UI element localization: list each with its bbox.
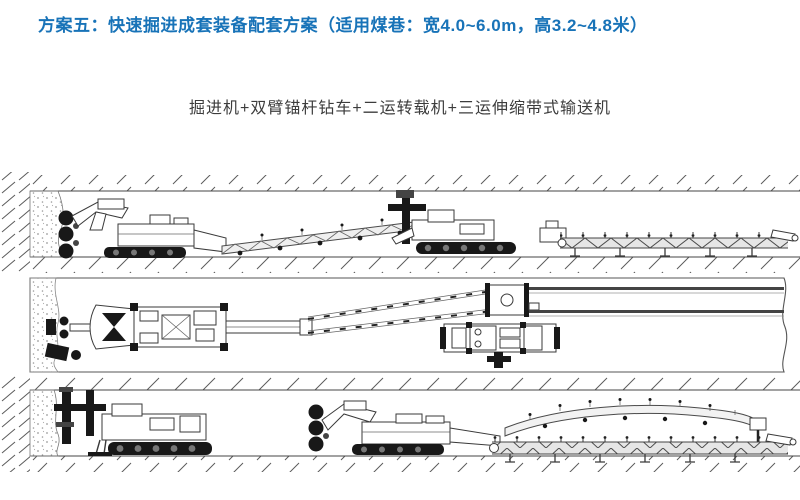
head-pulley-icon: [789, 438, 797, 446]
cab: [111, 403, 143, 417]
anchor-drill-truck-at-face: [54, 387, 212, 456]
belt-conveyor: [539, 220, 799, 257]
head-transfer-unit: [749, 417, 767, 431]
bridge-conveyor-plan: [307, 288, 493, 336]
support-legs: [570, 248, 757, 257]
drill-crossbeam: [388, 204, 426, 211]
cutting-drum-icon: [58, 243, 74, 259]
roof-hatch: [30, 376, 800, 390]
head-pulley-icon: [791, 234, 799, 242]
loading-apron: [89, 304, 135, 350]
drill-crossbeam: [487, 356, 511, 362]
gathering-arm: [102, 327, 126, 341]
bridge-wheel-icon: [237, 250, 243, 256]
anchor-drill-truck-plan: [440, 322, 560, 368]
rock-hatch-left: [0, 172, 30, 272]
cutting-drum-icon: [58, 226, 74, 242]
roadheader-plan: [44, 303, 313, 362]
roof-hatch: [30, 175, 800, 191]
rock-face: [29, 389, 60, 457]
discharge-boom: [770, 229, 796, 242]
rear-frame: [193, 229, 227, 253]
floor-hatch: [30, 257, 800, 273]
drill-crossbeam: [54, 404, 106, 411]
conveyor-truss: [560, 238, 788, 248]
roadheader: [58, 198, 227, 259]
tail-pulley-icon: [489, 443, 499, 453]
bridge-conveyor-arched: [504, 398, 767, 442]
page-title: 方案五：快速掘进成套装备配套方案（适用煤巷：宽4.0~6.0m，高3.2~4.8…: [38, 16, 648, 35]
roadheader-retracted: [308, 400, 501, 455]
anchor-drill-truck: [388, 190, 516, 254]
tunnel-section: [0, 376, 800, 472]
belt-conveyor-plan: [529, 287, 784, 317]
crawler-track: [104, 247, 186, 258]
cab: [427, 209, 455, 223]
belt-edge-line: [529, 310, 784, 313]
cutting-drum-icon: [308, 436, 324, 452]
transfer-unit-plan: [485, 283, 540, 317]
floor-hatch: [30, 456, 800, 472]
drill-mast: [402, 196, 410, 244]
tunnel-section: [0, 172, 800, 273]
cutting-drum-icon: [58, 210, 74, 226]
tail-pulley-icon: [557, 238, 567, 248]
bridge-wheel-icon: [542, 423, 548, 429]
idler-rollers: [560, 232, 788, 238]
machine-body: [361, 421, 451, 445]
belt-conveyor: [489, 433, 797, 463]
figure-side-view-cutting-phase: [0, 172, 800, 273]
gathering-arm: [102, 313, 126, 327]
figure-plan-view: [29, 277, 788, 373]
belt-edge-line: [529, 287, 784, 290]
cutting-drum-icon: [308, 404, 324, 420]
discharge-boom: [765, 433, 793, 446]
conveyor-truss: [492, 442, 788, 454]
idler-rollers: [492, 436, 788, 442]
drill-mast: [62, 392, 71, 444]
crawler-track: [108, 442, 212, 455]
roadway-outline: [29, 277, 788, 373]
equipment-combination-caption: 掘进机+双臂锚杆钻车+二运转载机+三运伸缩带式输送机: [188, 100, 612, 117]
stowed-bolter-icon: [44, 342, 70, 362]
rock-face: [29, 190, 65, 258]
drill-mast: [86, 390, 94, 436]
rock-hatch-left: [0, 376, 30, 472]
figure-side-view-bolting-phase: [0, 376, 800, 472]
cutting-head-icon: [46, 319, 56, 335]
machine-body: [117, 223, 195, 247]
cutting-drum-icon: [308, 420, 324, 436]
support-legs: [505, 454, 740, 463]
bridge-conveyor: [221, 218, 431, 256]
